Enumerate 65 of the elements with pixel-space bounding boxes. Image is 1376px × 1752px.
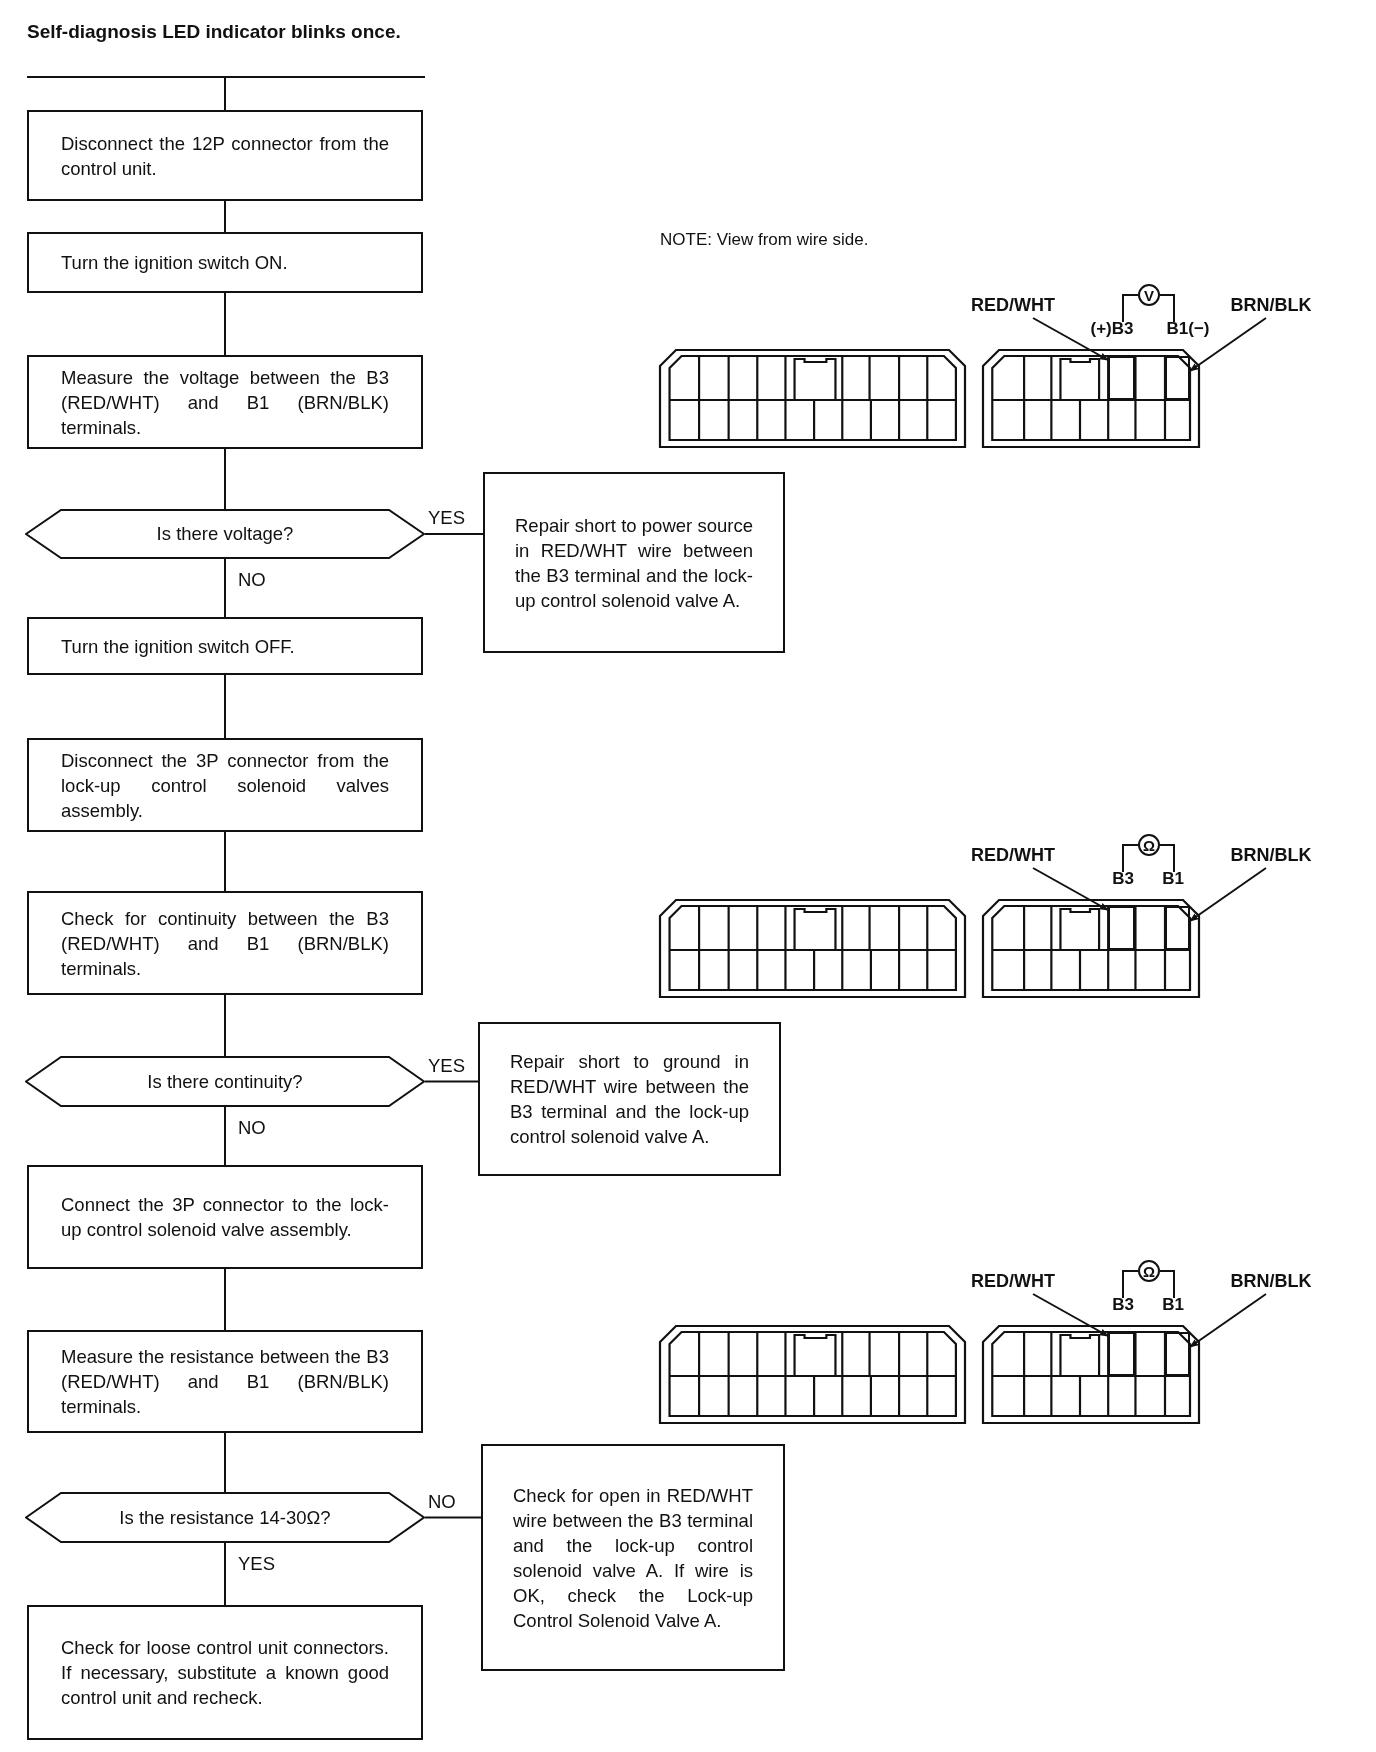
- wire-color-label: RED/WHT: [954, 1270, 1072, 1292]
- terminal-label: B3: [1112, 1295, 1134, 1315]
- meter-symbol: Ω: [1138, 1260, 1160, 1282]
- wire-color-label: RED/WHT: [954, 844, 1072, 866]
- flow-line: [224, 558, 226, 618]
- wire-color-label: BRN/BLK: [1217, 844, 1325, 866]
- flow-line: [224, 994, 226, 1057]
- process-box: Connect the 3P connector to the lock-up control solenoid valve assembly.: [27, 1165, 423, 1269]
- edge-label: YES: [238, 1553, 276, 1575]
- terminal-label: B1(−): [1166, 319, 1210, 339]
- edge-label: NO: [238, 1117, 266, 1139]
- repair-box: Check for open in RED/WHT wire between the B3 terminal and the lock-up control solenoid valve A. If wire is OK, check the Lock-up Control Solenoid Valve A.: [481, 1444, 785, 1671]
- leader-line: [1189, 317, 1267, 372]
- leader-line: [1032, 1293, 1109, 1337]
- process-box: Turn the ignition switch OFF.: [27, 617, 423, 675]
- terminal-cavity: [1165, 1332, 1190, 1376]
- flow-line: [224, 292, 226, 356]
- terminal-cavity: [1108, 1332, 1135, 1376]
- edge-label: NO: [428, 1490, 456, 1513]
- process-box: Disconnect the 3P connector from the lock-up control solenoid valves assembly.: [27, 738, 423, 832]
- leader-line: [1032, 867, 1109, 911]
- repair-box: Repair short to ground in RED/WHT wire between the B3 terminal and the lock-up control solenoid valve A.: [478, 1022, 781, 1176]
- process-box: Check for loose control unit connectors. If necessary, substitute a known good control unit and recheck.: [27, 1605, 423, 1740]
- edge-label: YES: [428, 507, 466, 529]
- leader-line: [1189, 1293, 1267, 1348]
- terminal-label: B1: [1162, 1295, 1184, 1315]
- flow-line: [224, 200, 226, 233]
- terminal-cavity: [1108, 356, 1135, 400]
- flow-line: [424, 1080, 479, 1083]
- edge-label: NO: [238, 569, 266, 591]
- note-text: NOTE: View from wire side.: [660, 230, 869, 250]
- terminal-cavity: [1165, 356, 1190, 400]
- flow-line: [224, 831, 226, 892]
- flow-line: [224, 77, 226, 111]
- decision-hexagon: Is the resistance 14-30Ω?: [25, 1492, 425, 1543]
- heading: Self-diagnosis LED indicator blinks once.: [27, 20, 425, 78]
- process-box: Check for continuity between the B3 (RED/WHT) and B1 (BRN/BLK) terminals.: [27, 891, 423, 995]
- leader-line: [1032, 317, 1109, 361]
- flow-line: [224, 1106, 226, 1166]
- wire-color-label: RED/WHT: [954, 294, 1072, 316]
- wire-color-label: BRN/BLK: [1217, 294, 1325, 316]
- flow-line: [224, 448, 226, 510]
- terminal-cavity: [1165, 906, 1190, 950]
- process-box: Measure the resistance between the B3 (RED/WHT) and B1 (BRN/BLK) terminals.: [27, 1330, 423, 1433]
- flow-line: [424, 1516, 482, 1519]
- wire-color-label: BRN/BLK: [1217, 1270, 1325, 1292]
- terminal-label: (+)B3: [1090, 319, 1134, 339]
- terminal-label: B3: [1112, 869, 1134, 889]
- flow-line: [224, 1542, 226, 1606]
- repair-box: Repair short to power source in RED/WHT wire between the B3 terminal and the lock-up control solenoid valve A.: [483, 472, 785, 653]
- meter-symbol: V: [1138, 284, 1160, 306]
- flow-line: [224, 1268, 226, 1331]
- decision-hexagon: Is there voltage?: [25, 509, 425, 559]
- terminal-cavity: [1108, 906, 1135, 950]
- decision-hexagon: Is there continuity?: [25, 1056, 425, 1107]
- terminal-label: B1: [1162, 869, 1184, 889]
- process-box: Turn the ignition switch ON.: [27, 232, 423, 293]
- flow-line: [224, 674, 226, 739]
- leader-line: [1189, 867, 1267, 922]
- edge-label: YES: [428, 1054, 466, 1077]
- flow-line: [424, 533, 484, 535]
- flow-line: [224, 1432, 226, 1493]
- process-box: Measure the voltage between the B3 (RED/WHT) and B1 (BRN/BLK) terminals.: [27, 355, 423, 449]
- process-box: Disconnect the 12P connector from the control unit.: [27, 110, 423, 201]
- meter-symbol: Ω: [1138, 834, 1160, 856]
